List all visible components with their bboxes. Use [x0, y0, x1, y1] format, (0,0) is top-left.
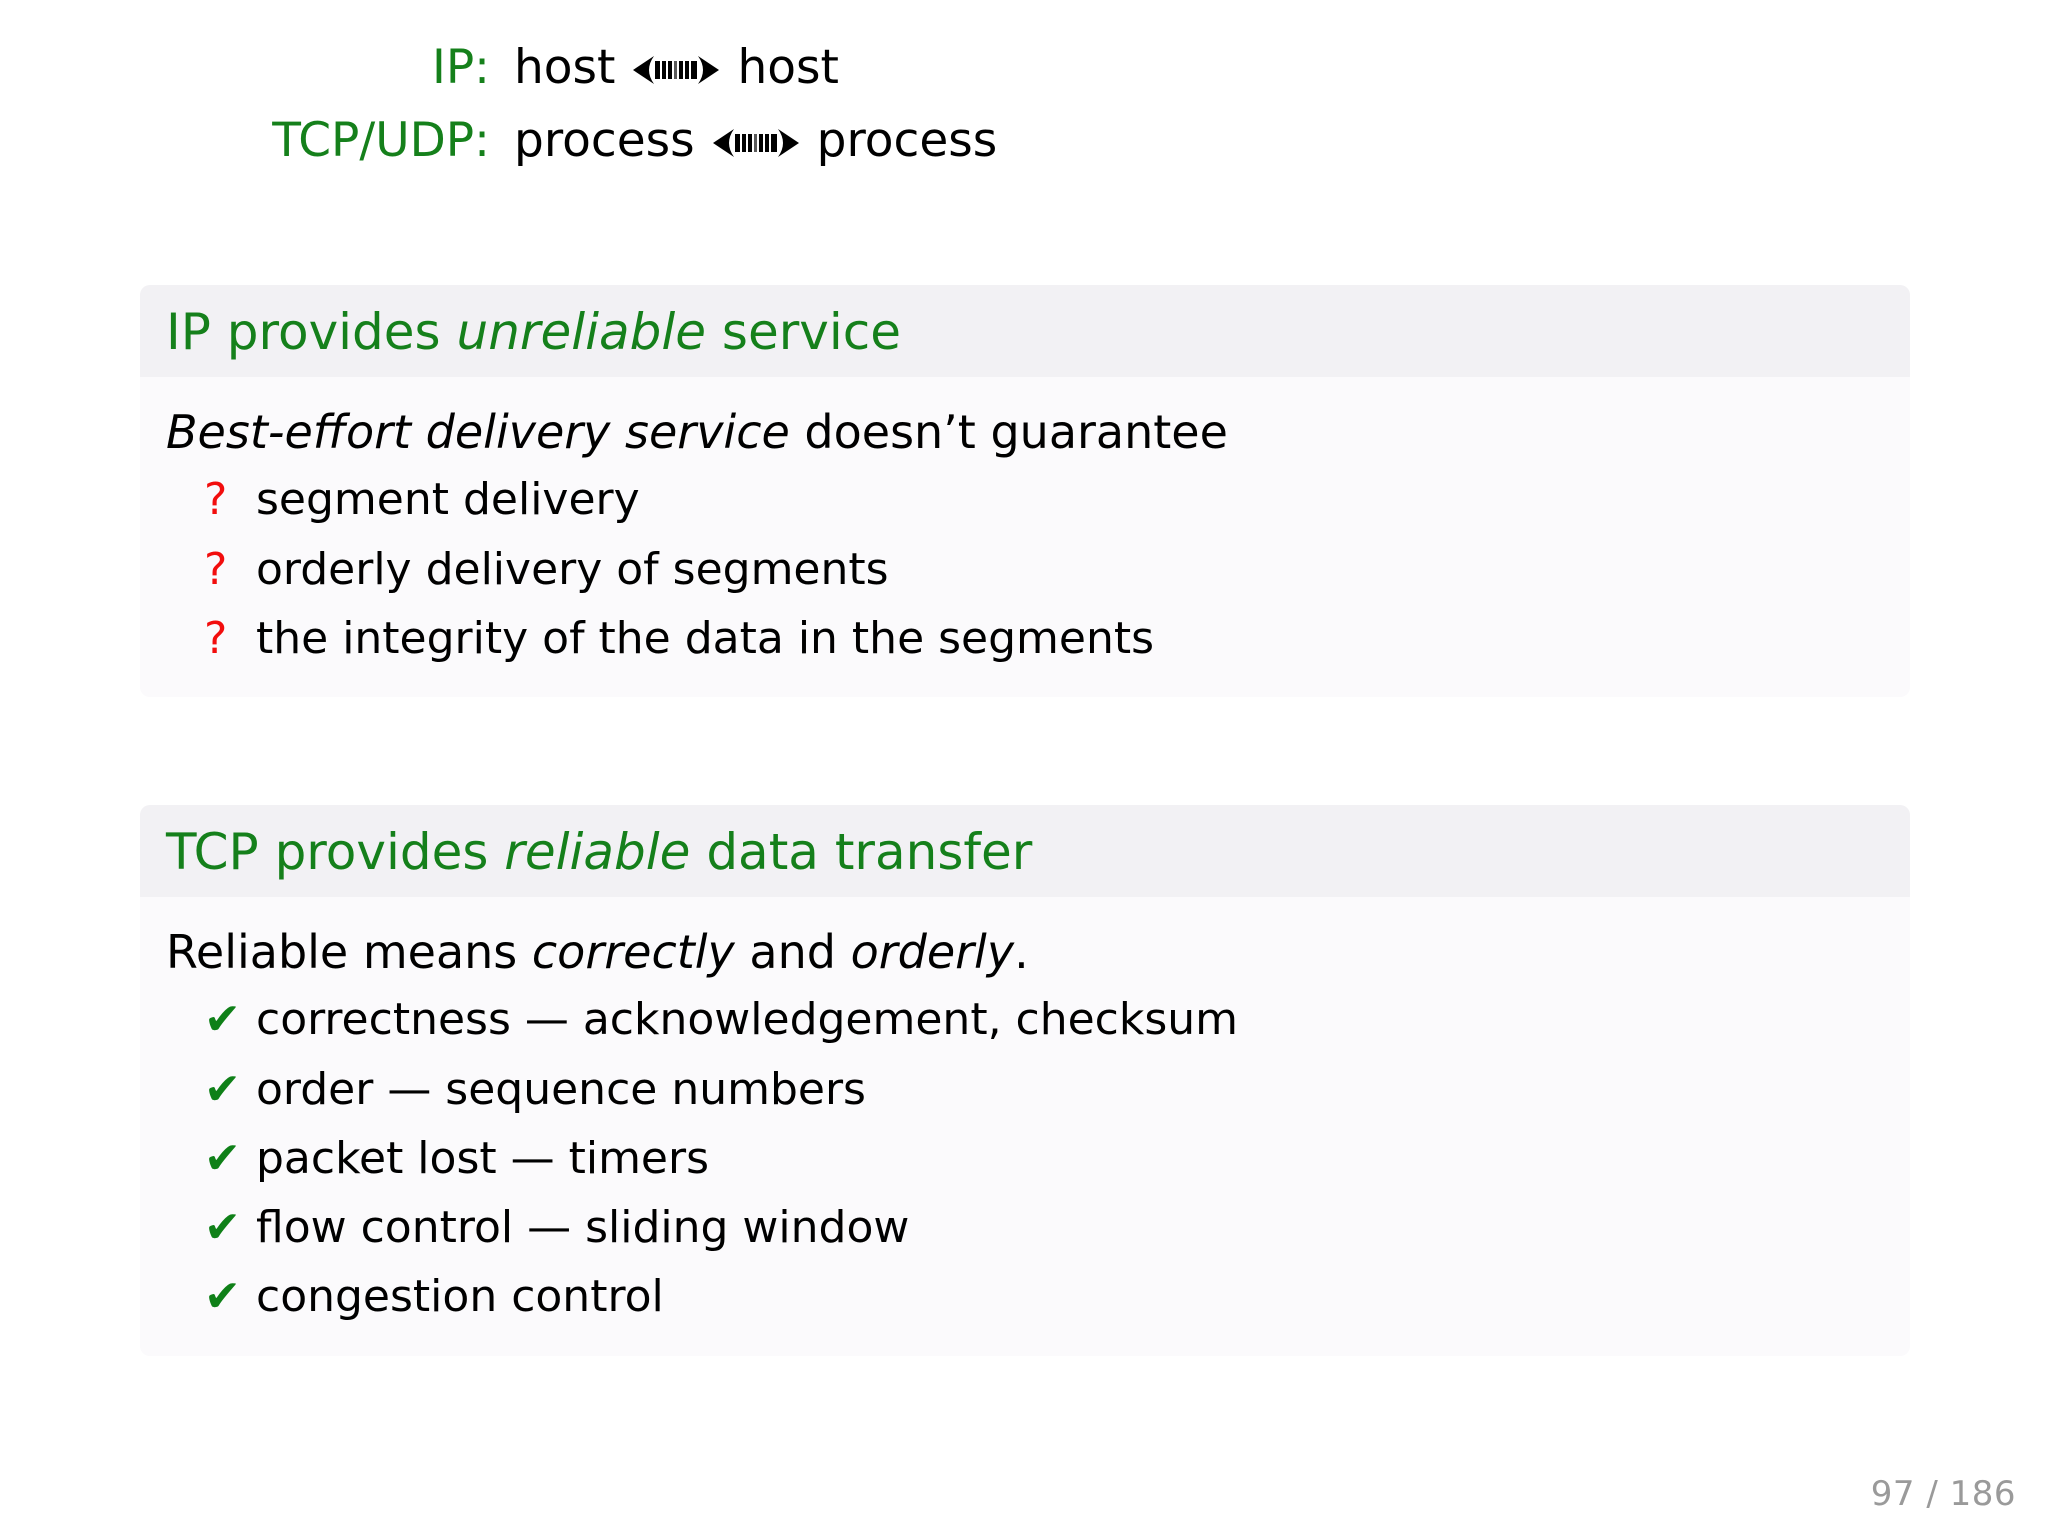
list-item: ✔ order — sequence numbers: [204, 1063, 1884, 1115]
bullet-list-tcp: ✔ correctness — acknowledgement, checksu…: [166, 994, 1884, 1323]
definition-value-tcp-udp: process process: [490, 113, 997, 168]
check-mark-bullet-icon: ✔: [204, 1132, 241, 1184]
definition-row-ip: IP: host host: [0, 40, 1400, 95]
definition-label-tcp-udp: TCP/UDP:: [272, 113, 490, 169]
lead-emphasis-correctly: correctly: [531, 925, 735, 979]
lead-prefix: Reliable means: [166, 925, 532, 979]
definition-endpoint-right: process: [816, 113, 998, 169]
block-title-emphasis: unreliable: [456, 303, 707, 361]
lead-emphasis: Best-effort delivery service: [166, 405, 790, 459]
double-headed-hatched-arrow-icon: [633, 53, 720, 87]
content-block-tcp-reliable: TCP provides reliable data transfer Reli…: [140, 805, 1910, 1356]
question-mark-bullet-icon: ?: [204, 474, 228, 526]
definition-endpoint-left: process: [514, 113, 695, 169]
list-item-label: order — sequence numbers: [256, 1063, 866, 1115]
lead-suffix: .: [1014, 925, 1029, 979]
block-body-ip-unreliable: Best-effort delivery service doesn’t gua…: [140, 377, 1910, 698]
question-mark-bullet-icon: ?: [204, 543, 228, 595]
block-title-suffix: service: [706, 303, 902, 361]
list-item-label: congestion control: [256, 1271, 664, 1323]
check-mark-bullet-icon: ✔: [204, 994, 241, 1046]
block-title-prefix: TCP provides: [166, 823, 505, 881]
check-mark-bullet-icon: ✔: [204, 1063, 241, 1115]
block-title-prefix: IP provides: [166, 303, 457, 361]
content-block-ip-unreliable: IP provides unreliable service Best-effo…: [140, 285, 1910, 698]
list-item-label: packet lost — timers: [256, 1132, 710, 1184]
question-mark-bullet-icon: ?: [204, 612, 228, 664]
page-number: 97 / 186: [1870, 1474, 2016, 1514]
list-item: ? orderly delivery of segments: [204, 543, 1884, 595]
definition-label-ip: IP:: [431, 40, 490, 95]
list-item-label: flow control — sliding window: [256, 1202, 910, 1254]
block-title-tcp-reliable: TCP provides reliable data transfer: [140, 805, 1910, 897]
list-item-label: correctness — acknowledgement, checksum: [256, 994, 1239, 1046]
list-item-label: orderly delivery of segments: [256, 543, 889, 595]
list-item-label: the integrity of the data in the segment…: [256, 612, 1155, 664]
list-item: ✔ packet lost — timers: [204, 1132, 1884, 1184]
lead-middle: and: [734, 925, 851, 979]
check-mark-bullet-icon: ✔: [204, 1202, 241, 1254]
check-mark-bullet-icon: ✔: [204, 1271, 241, 1323]
lead-rest: doesn’t guarantee: [789, 405, 1228, 459]
block-title-emphasis: reliable: [504, 823, 691, 881]
block-lead-ip: Best-effort delivery service doesn’t gua…: [166, 405, 1884, 459]
list-item-label: segment delivery: [256, 474, 640, 526]
protocol-definitions: IP: host host TCP/UDP: pr: [0, 40, 1400, 187]
list-item: ? the integrity of the data in the segme…: [204, 612, 1884, 664]
list-item: ✔ correctness — acknowledgement, checksu…: [204, 994, 1884, 1046]
block-title-suffix: data transfer: [690, 823, 1033, 881]
list-item: ✔ flow control — sliding window: [204, 1202, 1884, 1254]
definition-row-tcp-udp: TCP/UDP: process process: [0, 113, 1400, 168]
block-lead-tcp: Reliable means correctly and orderly.: [166, 925, 1884, 979]
list-item: ✔ congestion control: [204, 1271, 1884, 1323]
lead-emphasis-orderly: orderly: [850, 925, 1015, 979]
bullet-list-ip: ? segment delivery ? orderly delivery of…: [166, 475, 1884, 663]
block-title-ip-unreliable: IP provides unreliable service: [140, 285, 1910, 377]
definition-endpoint-left: host: [514, 40, 616, 95]
definition-value-ip: host host: [490, 40, 839, 95]
block-body-tcp-reliable: Reliable means correctly and orderly. ✔ …: [140, 897, 1910, 1356]
definition-endpoint-right: host: [737, 40, 839, 95]
list-item: ? segment delivery: [204, 474, 1884, 526]
double-headed-hatched-arrow-icon: [712, 126, 799, 160]
